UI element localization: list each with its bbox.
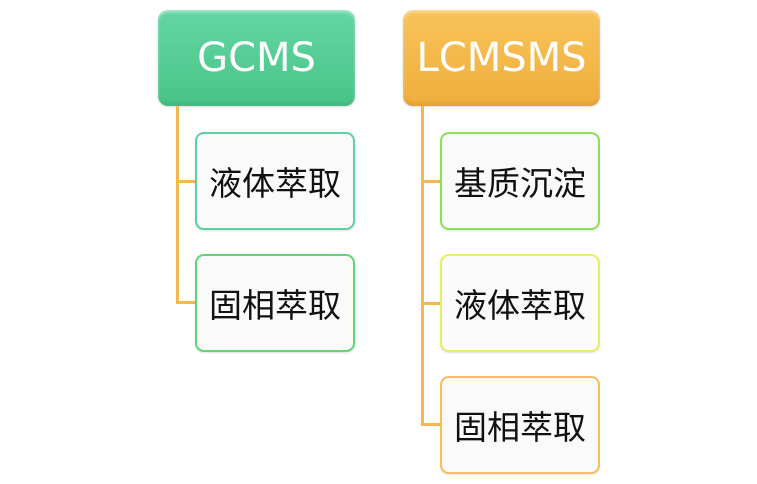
lcmsms-connector-branch <box>421 302 441 305</box>
gcms-label: GCMS <box>197 35 316 81</box>
lcmsms-connector-branch <box>421 423 441 426</box>
lcmsms-connector-branch <box>421 180 441 183</box>
lcmsms-child-liquid-extraction: 液体萃取 <box>440 254 600 352</box>
lcmsms-connector-vertical <box>421 106 424 425</box>
child-label: 基质沉淀 <box>454 164 586 203</box>
child-label: 液体萃取 <box>209 164 341 203</box>
gcms-connector-branch <box>176 301 196 304</box>
lcmsms-label: LCMSMS <box>416 35 587 81</box>
lcmsms-child-matrix-precipitation: 基质沉淀 <box>440 132 600 230</box>
gcms-connector-branch <box>176 180 196 183</box>
lcmsms-child-solid-phase-extraction: 固相萃取 <box>440 376 600 474</box>
child-label: 液体萃取 <box>454 286 586 325</box>
gcms-child-solid-phase-extraction: 固相萃取 <box>195 254 355 352</box>
gcms-node: GCMS <box>158 10 355 106</box>
lcmsms-node: LCMSMS <box>403 10 600 106</box>
gcms-connector-vertical <box>176 106 179 303</box>
child-label: 固相萃取 <box>454 408 586 447</box>
gcms-child-liquid-extraction: 液体萃取 <box>195 132 355 230</box>
child-label: 固相萃取 <box>209 286 341 325</box>
